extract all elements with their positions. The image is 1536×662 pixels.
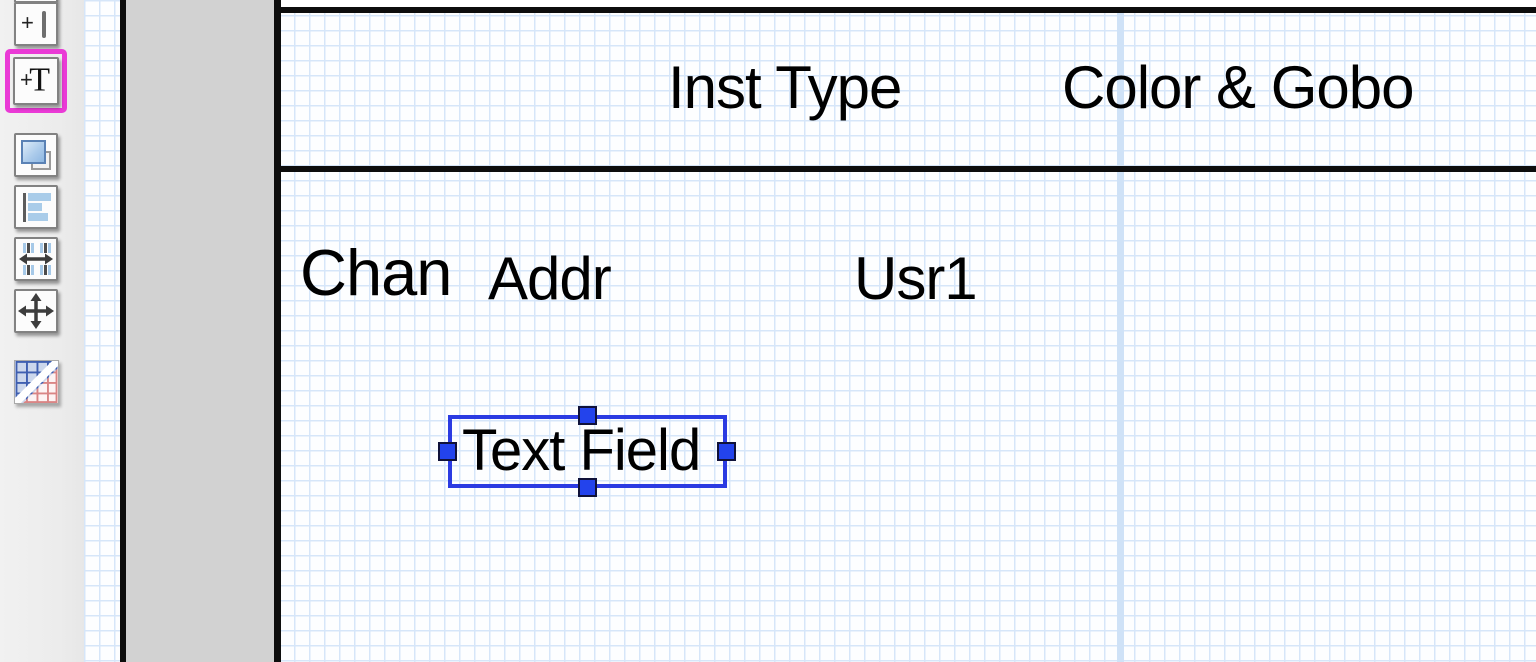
resize-handle-bottom[interactable] [578,478,597,497]
resize-handle-left[interactable] [438,442,457,461]
move-objects-button[interactable] [14,289,58,333]
page-rule-vertical-right [274,0,281,662]
vertical-line-icon [42,11,46,38]
four-way-arrow-icon [18,293,54,329]
table-grid-icon [15,361,58,403]
resize-handle-top[interactable] [578,406,597,425]
align-bar-icon [28,213,48,221]
table-grid-style-button[interactable] [14,360,59,404]
active-tool-highlight-ring [5,49,67,113]
plus-glyph: + [21,10,34,36]
layer-order-button[interactable] [14,133,58,177]
add-vertical-line-button[interactable]: + [14,2,58,46]
field-label-chan[interactable]: Chan [300,236,452,309]
page-rule-vertical-left [120,0,126,662]
plus-glyph: + [20,67,33,93]
area-above-header [281,0,1536,8]
margin-column [126,0,274,662]
header-label-color-gobo[interactable]: Color & Gobo [1062,54,1415,121]
align-bar-icon [28,203,42,211]
grid-major-vertical-line [1117,0,1124,662]
field-label-addr[interactable]: Addr [488,245,612,312]
text-field-label: Text Field [462,417,701,483]
design-canvas[interactable]: Inst Type Color & Gobo Chan Addr Usr1 Te… [84,0,1536,662]
add-text-field-button[interactable]: + T [13,57,59,105]
front-layer-icon [21,140,46,164]
header-rule-top [277,7,1536,13]
resize-handle-right[interactable] [717,442,736,461]
distribute-spacing-button[interactable] [14,237,58,281]
horizontal-arrow-icon [19,253,53,265]
align-bar-icon [28,193,51,201]
header-label-inst-type[interactable]: Inst Type [668,54,902,121]
header-rule-bottom [277,166,1536,172]
align-objects-button[interactable] [14,185,58,229]
text-tool-icon: T [29,61,50,99]
field-label-usr1[interactable]: Usr1 [854,245,978,312]
align-edge-icon [23,193,26,222]
tool-palette: + + T [0,0,84,662]
